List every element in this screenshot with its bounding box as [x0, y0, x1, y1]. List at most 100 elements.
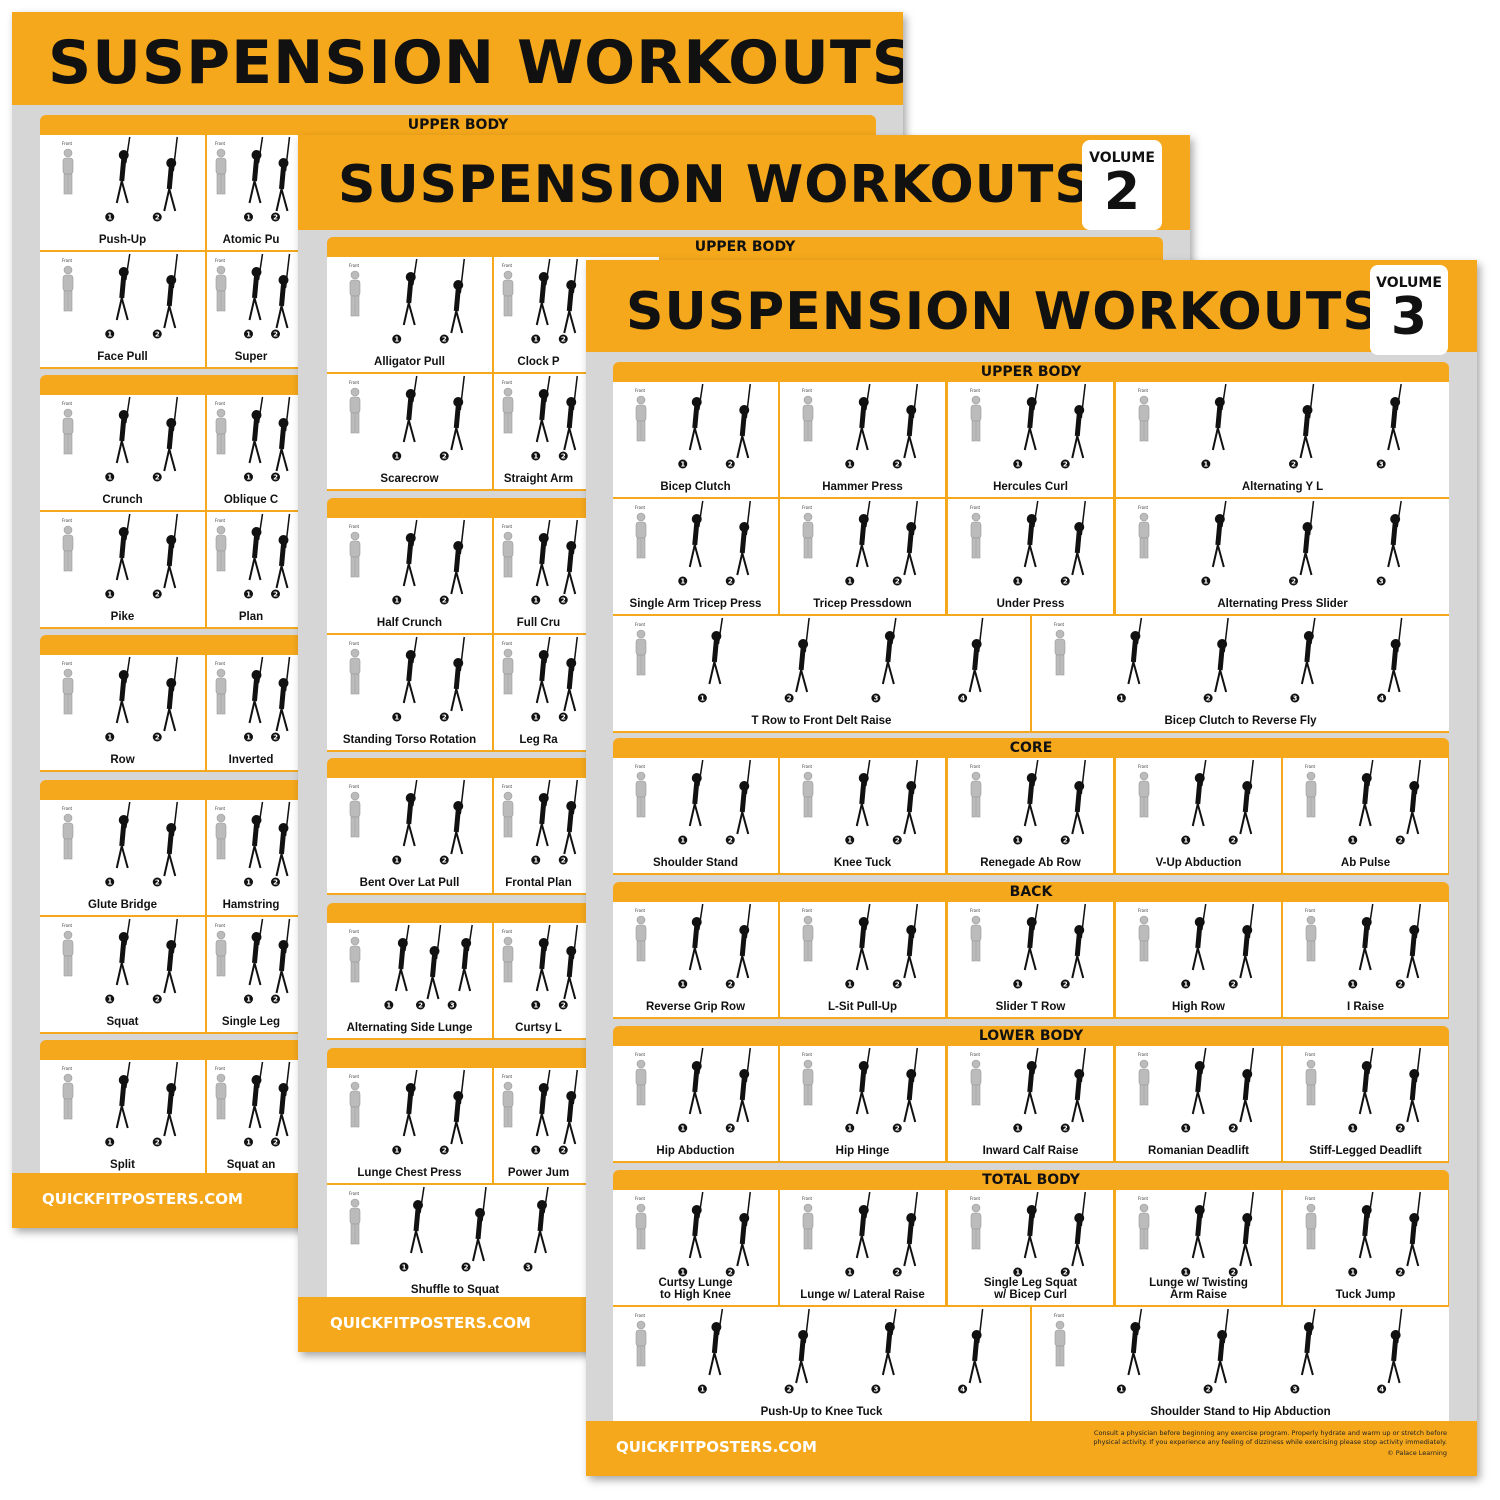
step-number-icon: 1 [678, 459, 688, 469]
exercise-figure [1214, 617, 1229, 693]
anatomy-icon: Front [802, 388, 814, 442]
svg-text:2: 2 [273, 474, 278, 482]
exercise-name: Alligator Pull [374, 356, 445, 368]
exercise-figure [1387, 383, 1402, 451]
exercise-name: I Raise [1346, 1001, 1385, 1013]
svg-text:2: 2 [1206, 695, 1211, 703]
svg-text:1: 1 [1015, 1125, 1020, 1133]
step-number-icon: 1 [697, 1384, 707, 1394]
svg-text:2: 2 [728, 1125, 733, 1133]
anatomy-icon: Front [1305, 764, 1317, 818]
anatomy-icon: Front [502, 784, 514, 838]
footer-copyright: © Palace Learning [1387, 1449, 1447, 1457]
exercise-name: Lunge Chest Press [357, 1167, 462, 1179]
exercise-name: Lunge w/ Lateral Raise [800, 1289, 925, 1301]
step-number-icon: 1 [105, 589, 115, 599]
svg-text:1: 1 [246, 331, 251, 339]
exercise-figure [275, 136, 291, 212]
svg-text:1: 1 [1119, 1386, 1124, 1394]
svg-text:1: 1 [1183, 1269, 1188, 1277]
svg-text:1: 1 [107, 734, 112, 742]
exercise-figure [1239, 1191, 1254, 1267]
svg-text:Front: Front [502, 263, 513, 268]
step-number-icon: 2 [271, 732, 280, 742]
svg-text:2: 2 [273, 331, 278, 339]
step-number-icon: 2 [439, 334, 449, 344]
step-number-icon: 3 [871, 693, 881, 703]
svg-text:2: 2 [442, 1147, 447, 1155]
exercise-figure [1214, 1308, 1229, 1384]
exercise-figure [708, 617, 724, 685]
step-number-icon: 2 [784, 1384, 794, 1394]
exercise-name: Oblique C [223, 494, 279, 506]
anatomy-icon: Front [970, 1052, 982, 1106]
exercise-figure [275, 253, 291, 329]
svg-text:4: 4 [960, 1386, 965, 1394]
svg-text:2: 2 [442, 857, 447, 865]
exercise-figure [968, 617, 984, 693]
exercise-figure [736, 383, 751, 459]
exercise-name: T Row to Front Delt Raise [751, 715, 892, 727]
exercise-figure [1239, 1047, 1254, 1123]
exercise-figure [163, 1061, 178, 1137]
exercise-figure [855, 1047, 871, 1115]
svg-text:2: 2 [561, 1002, 566, 1010]
svg-text:2: 2 [464, 1264, 469, 1272]
svg-text:Front: Front [349, 929, 360, 934]
svg-text:Front: Front [502, 641, 513, 646]
svg-text:2: 2 [442, 336, 447, 344]
exercise-name: Knee Tuck [833, 857, 892, 869]
exercise-figure [855, 903, 871, 971]
svg-text:2: 2 [1063, 1125, 1068, 1133]
svg-text:Front: Front [215, 258, 226, 263]
section-heading: CORE [1009, 740, 1053, 756]
step-number-icon: 2 [1203, 1384, 1213, 1394]
exercise-name: Lunge w/ Twisting Arm Raise [1149, 1277, 1248, 1301]
exercise-name: Leg Ra [519, 734, 558, 746]
step-number-icon: 1 [1116, 693, 1126, 703]
svg-text:1: 1 [394, 453, 399, 461]
svg-text:Front: Front [62, 258, 73, 263]
svg-text:1: 1 [533, 857, 538, 865]
step-number-icon: 2 [461, 1262, 471, 1272]
exercise-figure [736, 903, 751, 979]
step-number-icon: 2 [152, 472, 162, 482]
exercise-figure [402, 1069, 418, 1137]
exercise-figure [163, 513, 178, 589]
step-number-icon: 1 [531, 712, 541, 722]
exercise-name: Tricep Pressdown [813, 598, 912, 610]
step-number-icon: 2 [271, 589, 280, 599]
exercise-figure [688, 903, 704, 971]
exercise-figure [563, 258, 578, 334]
anatomy-icon: Front [62, 258, 74, 312]
svg-text:3: 3 [873, 695, 878, 703]
svg-text:Front: Front [635, 622, 646, 627]
svg-text:Front: Front [215, 518, 226, 523]
svg-text:3: 3 [526, 1264, 531, 1272]
anatomy-icon: Front [349, 784, 361, 838]
step-number-icon: 1 [1201, 459, 1211, 469]
svg-text:1: 1 [246, 734, 251, 742]
exercise-figure [450, 636, 465, 712]
svg-text:1: 1 [1183, 837, 1188, 845]
exercise-name: Row [110, 754, 135, 766]
exercise-name: Push-Up [98, 234, 147, 246]
step-number-icon: 3 [1290, 1384, 1300, 1394]
section-heading: LOWER BODY [978, 1028, 1084, 1044]
svg-text:1: 1 [1015, 981, 1020, 989]
step-number-icon: 1 [392, 712, 402, 722]
exercise-figure [688, 759, 704, 827]
svg-text:1: 1 [107, 996, 112, 1004]
exercise-figure [563, 924, 578, 1000]
svg-text:1: 1 [847, 578, 852, 586]
exercise-figure [855, 759, 871, 827]
svg-text:2: 2 [1398, 1269, 1403, 1277]
